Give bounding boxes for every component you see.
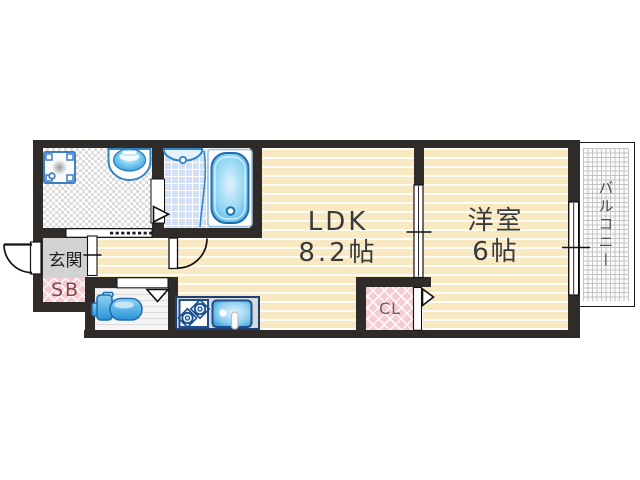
western-room-size: 6帖 (472, 236, 519, 267)
shoe-box-area (43, 278, 88, 302)
bathroom-floor (164, 148, 250, 228)
western-room-label: 洋室 6帖 (423, 206, 568, 267)
shoe-box-label: SB (43, 278, 88, 302)
ldk-room-size: 8.2帖 (298, 237, 378, 268)
wall-closet-left (356, 277, 366, 338)
kitchen-counter (175, 296, 260, 330)
washroom-floor (43, 148, 152, 228)
balcony-grid (583, 148, 629, 301)
balcony-label: バルコニー (596, 179, 615, 270)
wall-toilet-top (95, 277, 178, 288)
toilet-floor (95, 288, 168, 330)
western-room-floor (423, 148, 568, 330)
hallway-floor (97, 238, 262, 277)
closet-area (366, 287, 414, 330)
balcony: バルコニー (577, 142, 635, 307)
wall-toilet-left (85, 277, 95, 338)
shoe-box-text: SB (50, 279, 81, 301)
wall-bath-ldk (250, 140, 262, 238)
wall-top (33, 140, 580, 148)
closet-text: CL (378, 299, 402, 318)
wall-right (568, 140, 580, 338)
wall-washroom-bath (152, 140, 164, 238)
ldk-label: LDK 8.2帖 (262, 207, 414, 268)
wall-bottom (84, 330, 580, 338)
entrance-text: 玄関 (48, 250, 83, 271)
wall-closet-top (356, 277, 431, 287)
entrance-label: 玄関 (43, 238, 88, 278)
closet-label: CL (366, 287, 414, 330)
wall-left (33, 140, 43, 312)
wall-toilet-right (168, 277, 178, 338)
western-room-name: 洋室 (467, 206, 524, 236)
ldk-room-name: LDK (307, 207, 369, 237)
entrance-floor (43, 238, 88, 278)
ldk-floor (262, 148, 414, 330)
wall-divider-stub (414, 140, 424, 185)
wall-washroom-bottom (43, 228, 262, 238)
wall-sb-bottom (33, 302, 95, 312)
